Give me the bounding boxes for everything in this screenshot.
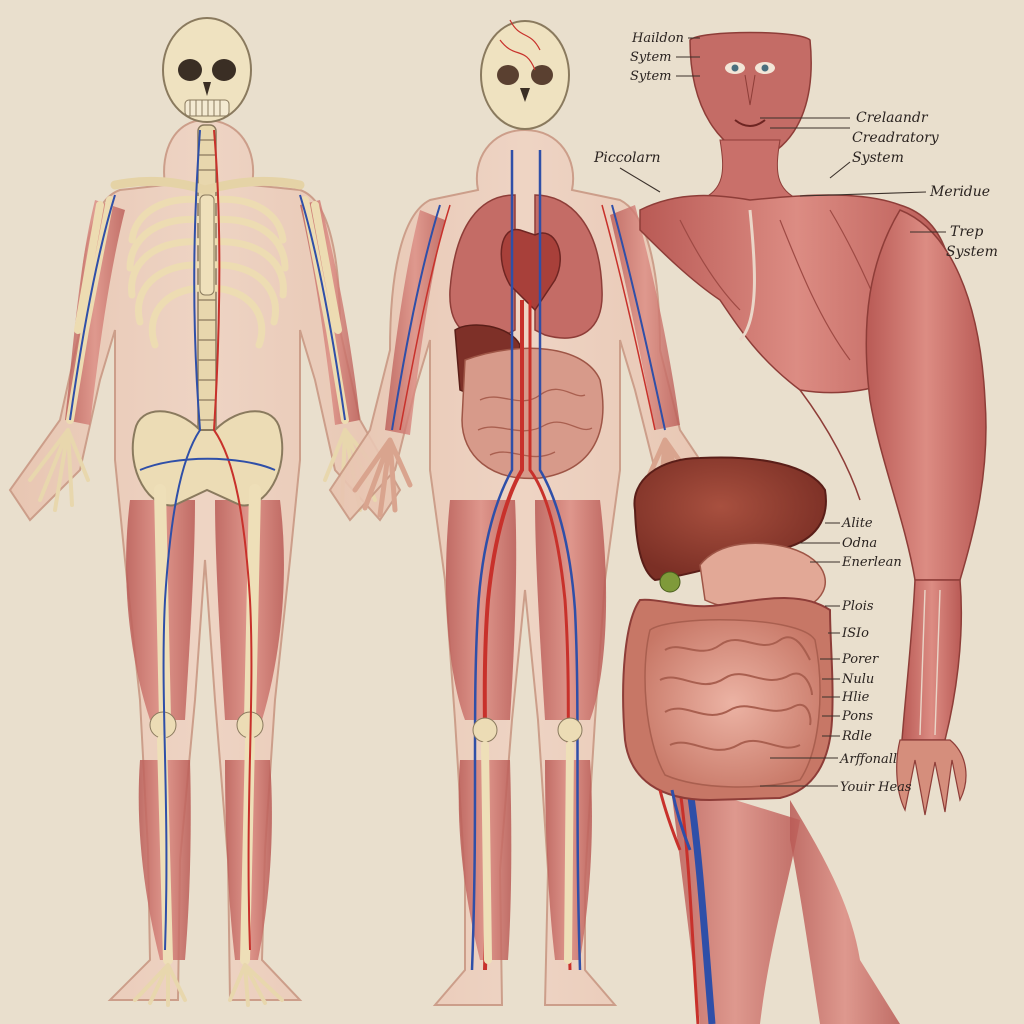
label-creadratory: Creadratory [852,130,940,146]
label-haildon: Haildon [631,31,684,46]
label-sytem-1: Sytem [630,50,672,65]
label-arffonall: Arffonall [839,752,897,767]
label-isio: ISIo [841,626,869,641]
label-group-head-system: Haildon Sytem Sytem [630,31,700,84]
left-hand-bones [28,428,90,512]
skull [162,17,252,123]
label-rdle: Rdle [841,729,872,744]
label-odna: Odna [842,536,877,551]
heart [500,228,561,312]
label-trep: Trep [950,224,983,240]
label-group-circulatory: Crelaandr Creadratory System [760,110,940,179]
muscular-hand [896,739,967,816]
organs-body-outline [328,128,722,1006]
label-porer: Porer [841,652,879,667]
label-plois: Plois [841,599,874,614]
label-sytem-2: Sytem [630,69,672,84]
label-meridue: Meridue [929,184,990,200]
rib-cage [126,195,289,349]
skeletal-body-outline [8,118,402,1001]
label-hlie: Hlie [841,690,870,705]
label-trep-system: System [946,244,998,260]
label-group-left: Piccolarn [593,150,661,193]
label-group-trep: Trep System [910,224,998,260]
digestive-figure [622,456,900,1024]
label-nulu: Nulu [841,672,874,687]
gallbladder [659,571,681,593]
muscular-figure [639,31,987,816]
clavicles [110,176,305,195]
label-pons: Pons [841,709,873,724]
label-crelaandr: Crelaandr [856,110,929,126]
small-intestine [644,619,821,788]
organs-figure [328,19,722,1006]
label-group-meridue: Meridue [799,184,990,200]
label-group-digestive: Alite Odna Enerlean Plois ISIo Porer Nul… [760,516,912,795]
label-piccolarn: Piccolarn [593,150,661,166]
muscular-forearm [901,579,963,741]
label-alite: Alite [841,516,873,531]
organs-intestines [461,347,604,480]
muscular-neck [699,139,801,201]
muscular-upper-arm [865,209,987,581]
organs-skull [480,20,570,130]
label-system-circ: System [852,150,904,166]
skeletal-vessels [69,129,346,951]
right-lung [534,194,603,339]
skeletal-figure [8,17,402,1007]
label-enerlean: Enerlean [841,555,902,570]
label-youir-heas: Youir Heas [840,780,912,795]
